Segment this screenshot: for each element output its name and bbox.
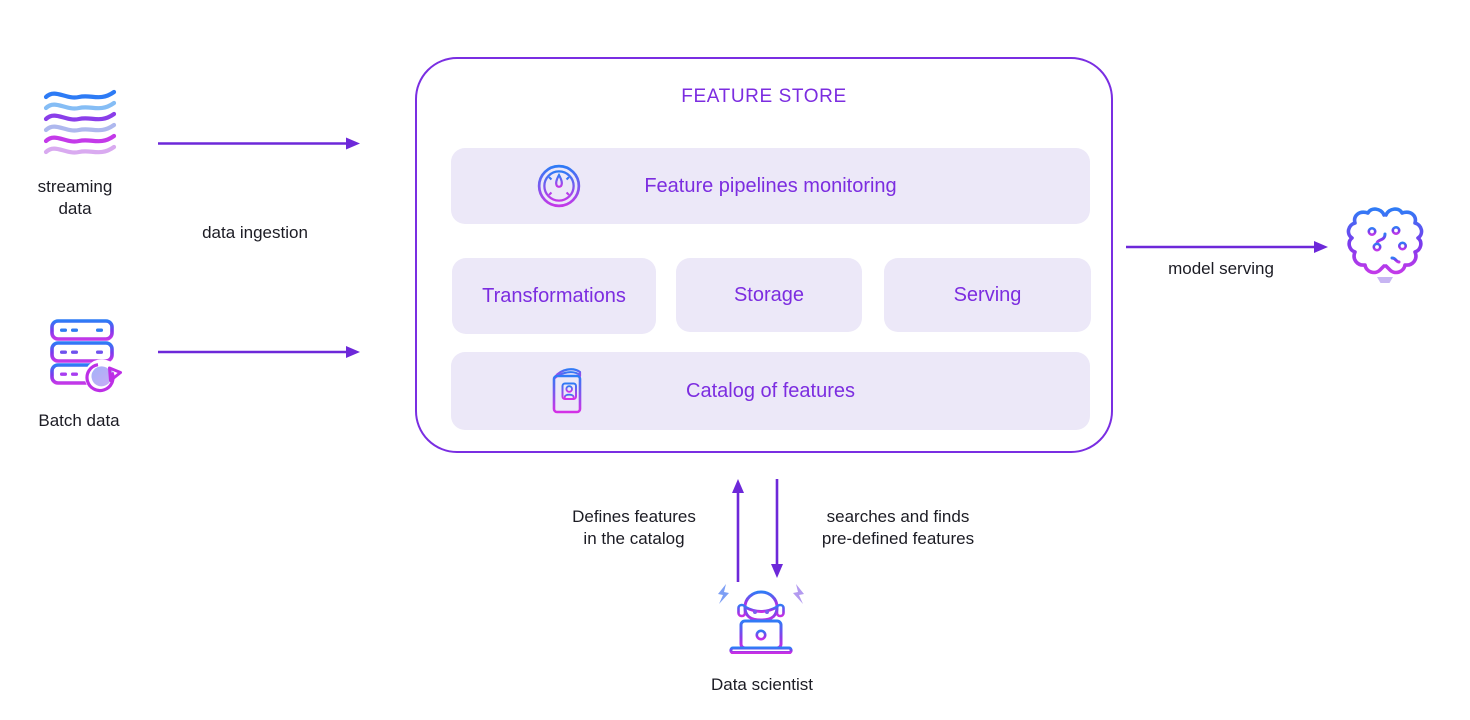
storage-pill: Storage xyxy=(676,258,862,332)
transformations-label: Transformations xyxy=(482,284,626,307)
batch-data-label: Batch data xyxy=(38,411,120,430)
transformations-pill: Transformations xyxy=(452,258,656,334)
model-serving-label: model serving xyxy=(1168,259,1274,278)
gauge-icon xyxy=(537,164,581,208)
serving-label: Serving xyxy=(953,283,1022,306)
streaming-waves-icon xyxy=(43,89,117,155)
feature-store-title: FEATURE STORE xyxy=(681,86,847,107)
person-laptop-icon xyxy=(718,584,804,654)
storage-label: Storage xyxy=(733,283,805,306)
data-scientist-label: Data scientist xyxy=(710,675,814,694)
serving-pill: Serving xyxy=(884,258,1091,332)
catalog-pill: Catalog of features xyxy=(451,352,1090,430)
catalog-book-icon xyxy=(552,368,582,414)
feature-store-box: FEATURE STORE Feature pipelines monitori… xyxy=(415,57,1113,453)
monitoring-pill: Feature pipelines monitoring xyxy=(451,148,1090,224)
monitoring-pill-label: Feature pipelines monitoring xyxy=(644,174,897,197)
data-ingestion-label: data ingestion xyxy=(202,223,308,242)
searches-features-label: searches and finds pre-defined features xyxy=(821,507,975,548)
right-bolt-shape xyxy=(793,584,804,604)
defines-features-label: Defines features in the catalog xyxy=(572,507,696,548)
database-sync-icon xyxy=(50,319,122,394)
left-bolt-shape xyxy=(718,584,729,604)
catalog-pill-label: Catalog of features xyxy=(686,379,855,402)
brain-stem-shape xyxy=(1377,277,1393,283)
streaming-data-label: streaming data xyxy=(37,177,113,218)
ai-brain-icon xyxy=(1346,207,1424,283)
